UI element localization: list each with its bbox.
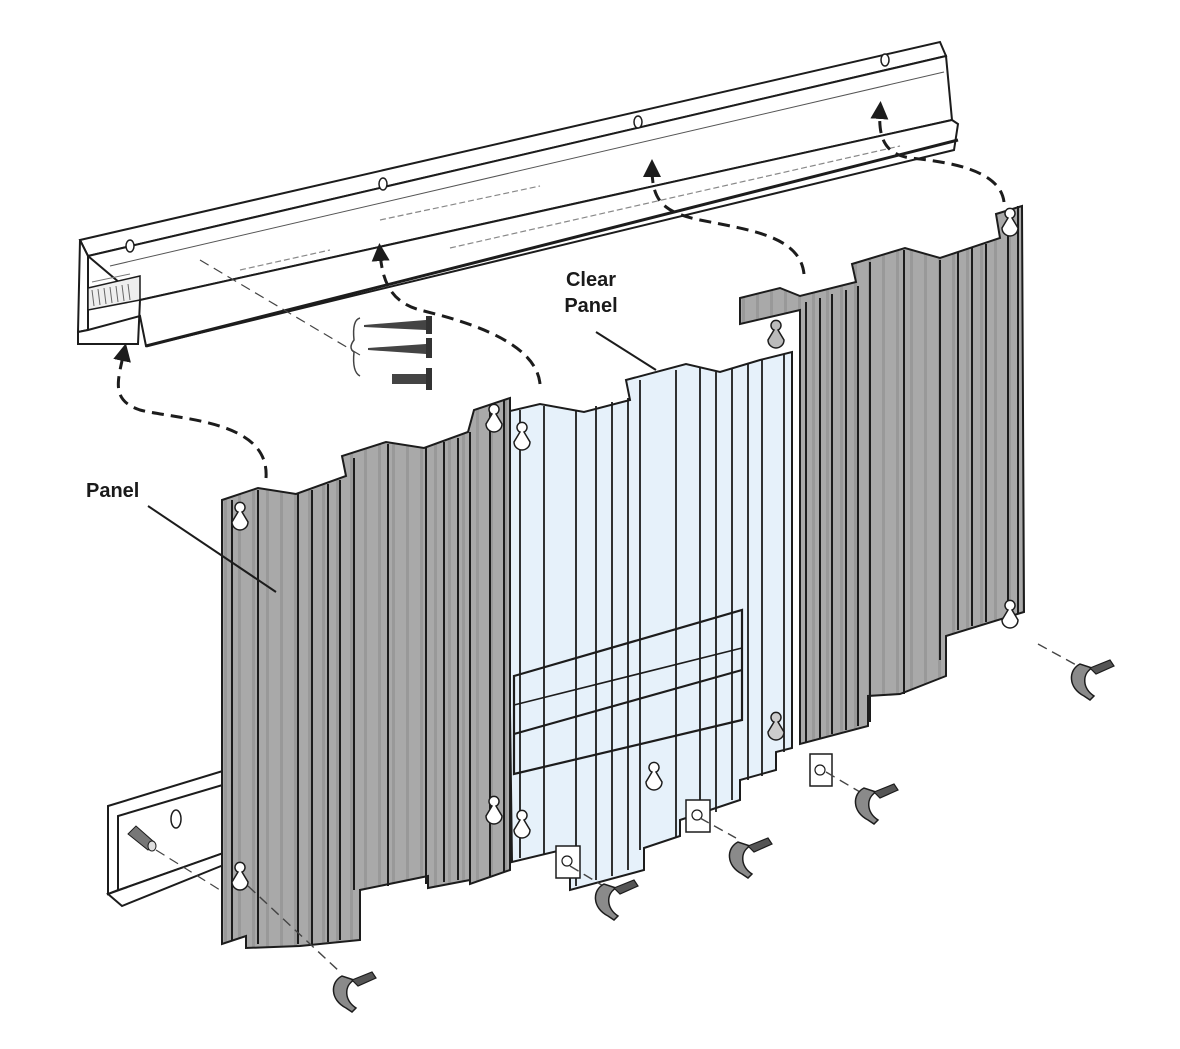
keyhole-icon bbox=[767, 711, 785, 741]
wing-nut-icon bbox=[1070, 659, 1115, 701]
wing-nut-icon bbox=[854, 783, 899, 825]
keyhole-icon bbox=[1001, 599, 1019, 629]
panel-label: Panel bbox=[86, 480, 140, 502]
clear-panel-label-line1: Clear bbox=[565, 269, 617, 291]
arrow-icon bbox=[870, 101, 1006, 203]
keyhole-icon bbox=[485, 403, 503, 433]
bottom-angle bbox=[106, 768, 237, 908]
keyhole-icon bbox=[231, 501, 249, 531]
header-hole bbox=[633, 115, 643, 129]
arrow-icon bbox=[643, 159, 806, 275]
keyhole-icon bbox=[485, 795, 503, 825]
panel-leader-line bbox=[147, 505, 277, 593]
screw-icon bbox=[392, 368, 432, 390]
keyhole-icon bbox=[513, 421, 531, 451]
header-hole bbox=[378, 177, 388, 191]
screw-icon bbox=[368, 338, 432, 358]
mounting-screws bbox=[350, 316, 432, 390]
arrow-icon bbox=[113, 343, 268, 479]
panel-right bbox=[739, 204, 1026, 746]
stud-icon bbox=[127, 825, 157, 852]
label-grid bbox=[512, 608, 744, 776]
wing-nut-icon bbox=[728, 837, 773, 879]
washer-plate bbox=[685, 799, 711, 833]
clear-panel-leader-line bbox=[595, 331, 657, 371]
washer-plate bbox=[809, 753, 833, 787]
header-track bbox=[76, 40, 960, 356]
screw-icon bbox=[364, 316, 432, 334]
keyhole-icon bbox=[767, 319, 785, 349]
washer-plate bbox=[555, 845, 581, 879]
clear-panel-label: Clear Panel bbox=[548, 267, 634, 319]
arrow-icon bbox=[371, 243, 542, 385]
header-hole bbox=[125, 239, 135, 253]
panel-clear bbox=[504, 350, 833, 892]
wing-nut-icon bbox=[594, 879, 639, 921]
keyhole-icon bbox=[645, 761, 663, 791]
panel-left bbox=[221, 396, 511, 950]
install-arrows bbox=[113, 101, 1006, 479]
keyhole-icon bbox=[231, 861, 249, 891]
wing-nut-icon bbox=[332, 971, 377, 1013]
keyhole-icon bbox=[513, 809, 531, 839]
keyhole-icon bbox=[1001, 207, 1019, 237]
header-hole bbox=[880, 53, 890, 67]
clear-panel-label-line2: Panel bbox=[564, 295, 618, 317]
